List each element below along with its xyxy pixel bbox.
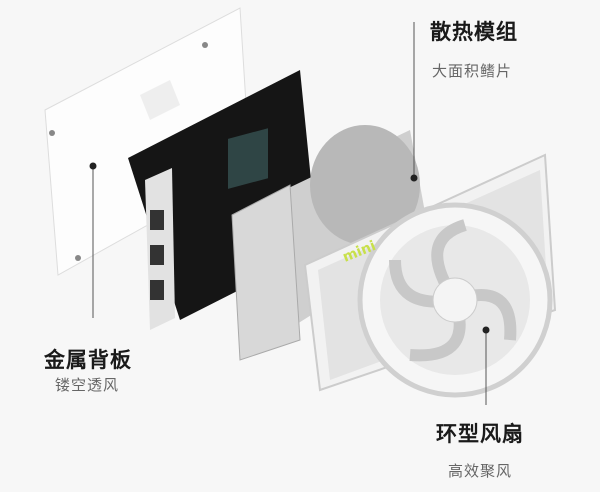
backplate-subtitle: 镂空透风 — [55, 376, 120, 394]
fan-dot — [482, 326, 490, 334]
heatsink-title: 散热模组 — [430, 20, 518, 44]
backplate-title: 金属背板 — [44, 348, 132, 372]
fan-title: 环型风扇 — [436, 422, 524, 446]
heatsink-dot — [410, 174, 418, 182]
heatsink-subtitle: 大面积鳍片 — [432, 62, 513, 80]
ring-fan-shroud: mini — [303, 153, 557, 398]
heatsink-module — [231, 125, 430, 361]
leader-lines — [92, 22, 487, 405]
backplate-dot — [89, 162, 97, 170]
fan-subtitle: 高效聚风 — [448, 462, 513, 480]
metal-backplate — [44, 7, 251, 276]
